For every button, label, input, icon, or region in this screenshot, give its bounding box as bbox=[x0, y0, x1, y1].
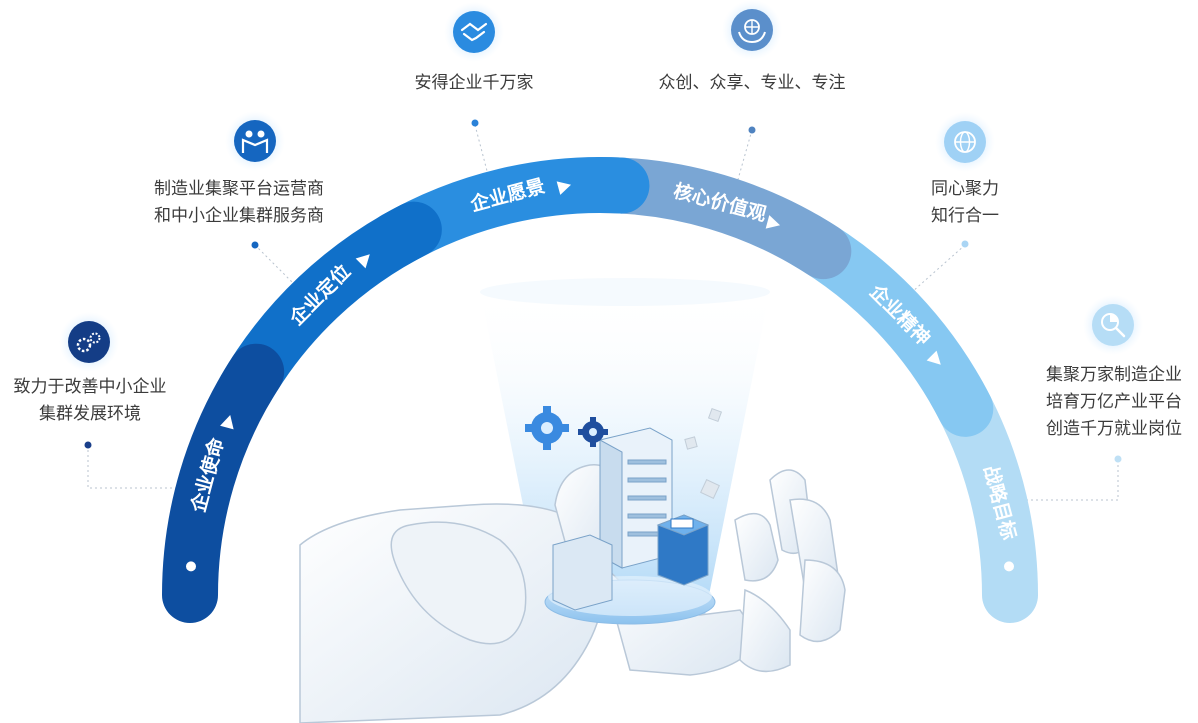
caption-mission: 致力于改善中小企业 集群发展环境 bbox=[0, 374, 180, 428]
globe-in-hands-icon bbox=[722, 0, 782, 60]
caption-line: 同心聚力 bbox=[931, 179, 999, 199]
icon-badges bbox=[59, 0, 1143, 372]
caption-spirit: 同心聚力 知行合一 bbox=[905, 176, 1025, 230]
arrow-icon bbox=[765, 215, 781, 229]
caption-line: 众创、众享、专业、专注 bbox=[658, 73, 846, 93]
floating-cubes bbox=[684, 407, 723, 499]
server-rack-illustration bbox=[552, 427, 710, 611]
caption-vision: 安得企业千万家 bbox=[384, 70, 564, 97]
start-dot bbox=[185, 561, 196, 572]
caption-line: 制造业集聚平台运营商 bbox=[154, 179, 324, 199]
handshake-icon bbox=[444, 2, 504, 62]
gear-blue-icon bbox=[525, 406, 569, 450]
arrow-icon bbox=[556, 181, 572, 195]
caption-line: 和中小企业集群服务商 bbox=[154, 206, 324, 226]
caption-line: 安得企业千万家 bbox=[414, 73, 534, 93]
gear-dark-icon bbox=[578, 417, 608, 447]
caption-strategy: 集聚万家制造企业 培育万亿产业平台 创造千万就业岗位 bbox=[1030, 362, 1198, 443]
arrow-icon bbox=[355, 254, 370, 269]
arrow-icon bbox=[926, 350, 941, 365]
caption-line: 创造千万就业岗位 bbox=[1046, 419, 1182, 439]
robot-hand-illustration bbox=[299, 464, 846, 723]
caption-line: 集群发展环境 bbox=[39, 404, 141, 424]
leader-dots bbox=[84, 119, 1122, 463]
team-icon bbox=[225, 111, 285, 171]
caption-line: 知行合一 bbox=[931, 206, 999, 226]
globe-icon bbox=[935, 112, 995, 172]
caption-line: 集聚万家制造企业 bbox=[1046, 365, 1182, 385]
arch-segments: 企业使命企业定位企业愿景核心价值观企业精神战略目标 bbox=[162, 156, 1038, 623]
search-chart-icon bbox=[1083, 295, 1143, 355]
arrow-icon bbox=[220, 414, 234, 430]
beam-top bbox=[480, 278, 770, 306]
caption-position: 制造业集聚平台运营商 和中小企业集群服务商 bbox=[154, 176, 324, 230]
end-dot bbox=[1004, 561, 1015, 572]
caption-values: 众创、众享、专业、专注 bbox=[642, 70, 862, 97]
caption-line: 致力于改善中小企业 bbox=[13, 377, 167, 397]
gears-icon bbox=[59, 312, 119, 372]
caption-line: 培育万亿产业平台 bbox=[1046, 392, 1182, 412]
